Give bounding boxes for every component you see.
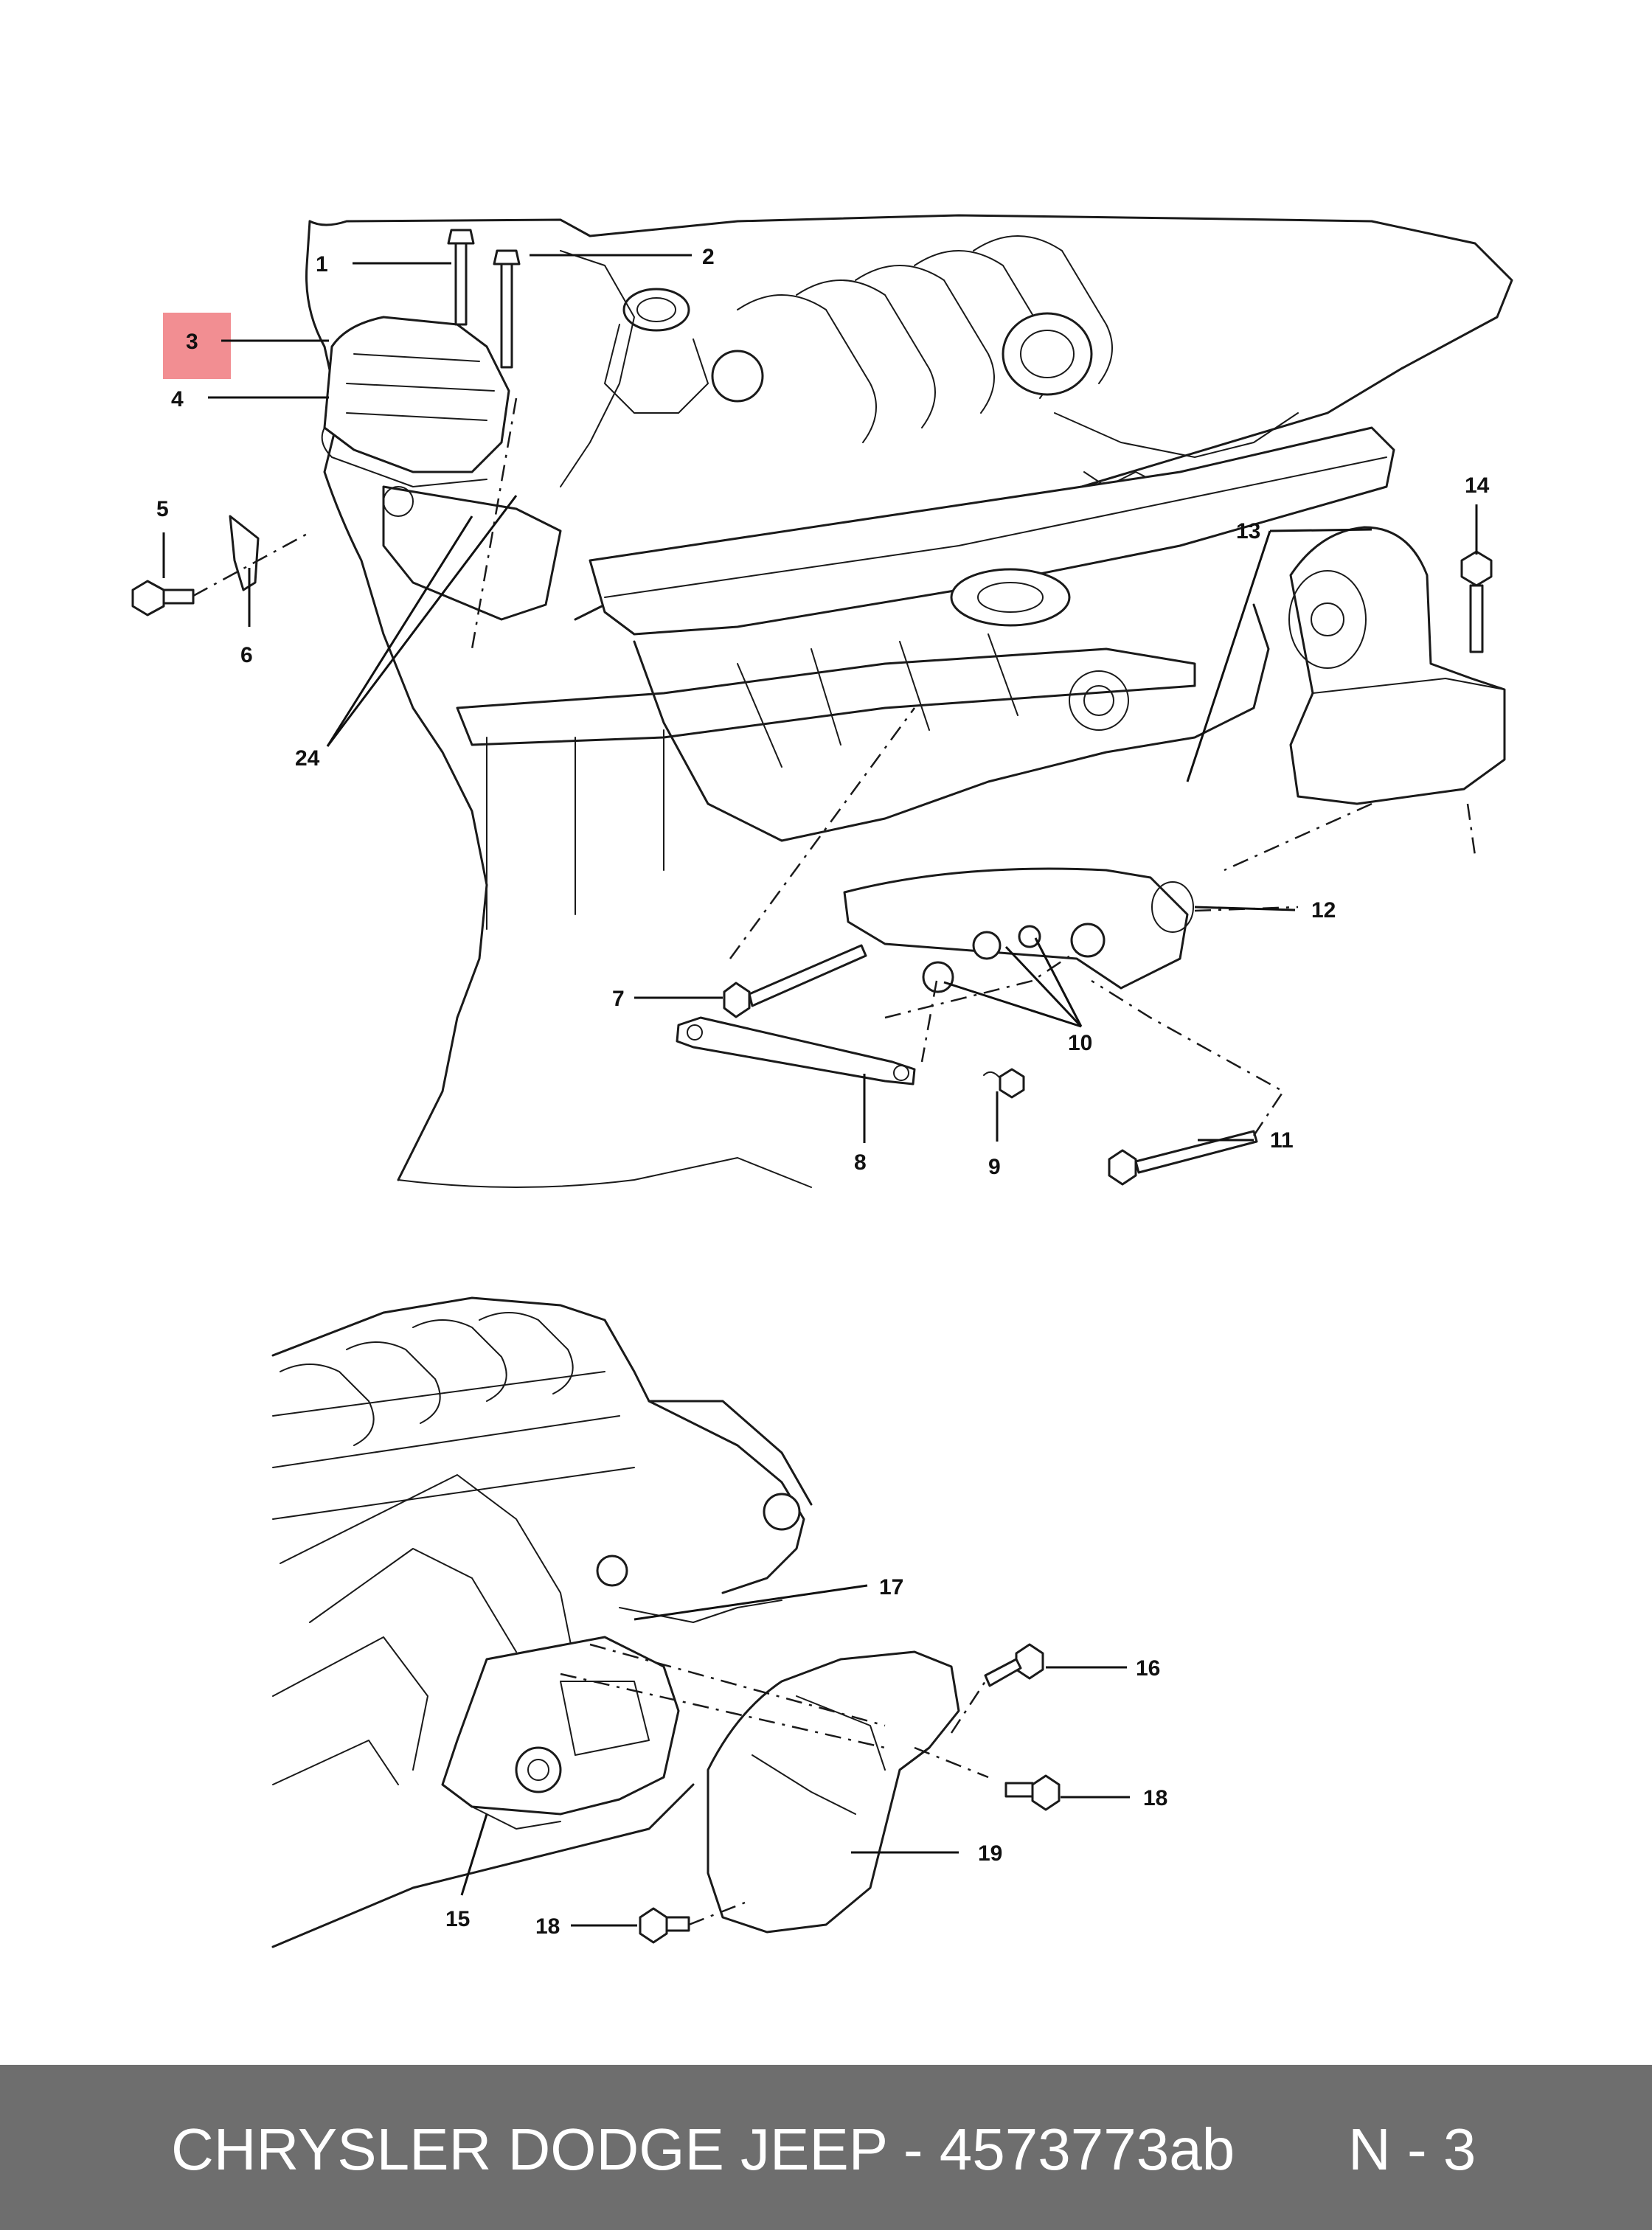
callout-3: 3 <box>186 330 198 354</box>
callout-15: 15 <box>445 1907 470 1931</box>
callout-13: 13 <box>1236 519 1260 543</box>
callout-7: 7 <box>612 987 625 1011</box>
callout-labels: 1 2 3 4 5 6 24 14 13 12 7 <box>156 245 1490 1939</box>
transmission-mount-bracket <box>441 1636 680 1816</box>
callout-17: 17 <box>879 1575 903 1599</box>
callout-24: 24 <box>295 746 320 771</box>
callout-4: 4 <box>171 387 184 411</box>
callout-3-highlight <box>163 313 231 379</box>
left-engine-mount <box>323 316 510 473</box>
callout-2: 2 <box>702 245 715 269</box>
callout-5: 5 <box>156 497 169 521</box>
callout-1: 1 <box>316 252 328 277</box>
callout-9: 9 <box>988 1155 1001 1179</box>
torque-strut-link <box>676 1016 916 1086</box>
callout-11: 11 <box>1270 1128 1294 1153</box>
bottom-engine-view <box>271 1296 1061 1948</box>
exploded-parts-diagram: 1 2 3 4 5 6 24 14 13 12 7 <box>131 214 1513 1948</box>
diagram-code: N - 3 <box>1348 2116 1476 2182</box>
heat-shield <box>707 1650 960 1934</box>
callout-16: 16 <box>1136 1656 1160 1681</box>
part-title: CHRYSLER DODGE JEEP - 4573773ab <box>171 2116 1235 2182</box>
callout-6: 6 <box>240 643 253 667</box>
callout-12: 12 <box>1311 898 1336 923</box>
right-engine-mount <box>1289 526 1506 805</box>
callout-10: 10 <box>1068 1031 1092 1055</box>
footer-banner: CHRYSLER DODGE JEEP - 4573773ab N - 3 <box>0 2065 1652 2230</box>
callout-19: 19 <box>978 1841 1002 1866</box>
callout-14: 14 <box>1465 473 1490 498</box>
torque-strut-bracket <box>843 867 1189 990</box>
callout-8: 8 <box>854 1150 867 1175</box>
callout-18-bottom: 18 <box>535 1914 560 1939</box>
top-engine-view <box>131 214 1513 1188</box>
callout-18-right: 18 <box>1143 1786 1167 1810</box>
